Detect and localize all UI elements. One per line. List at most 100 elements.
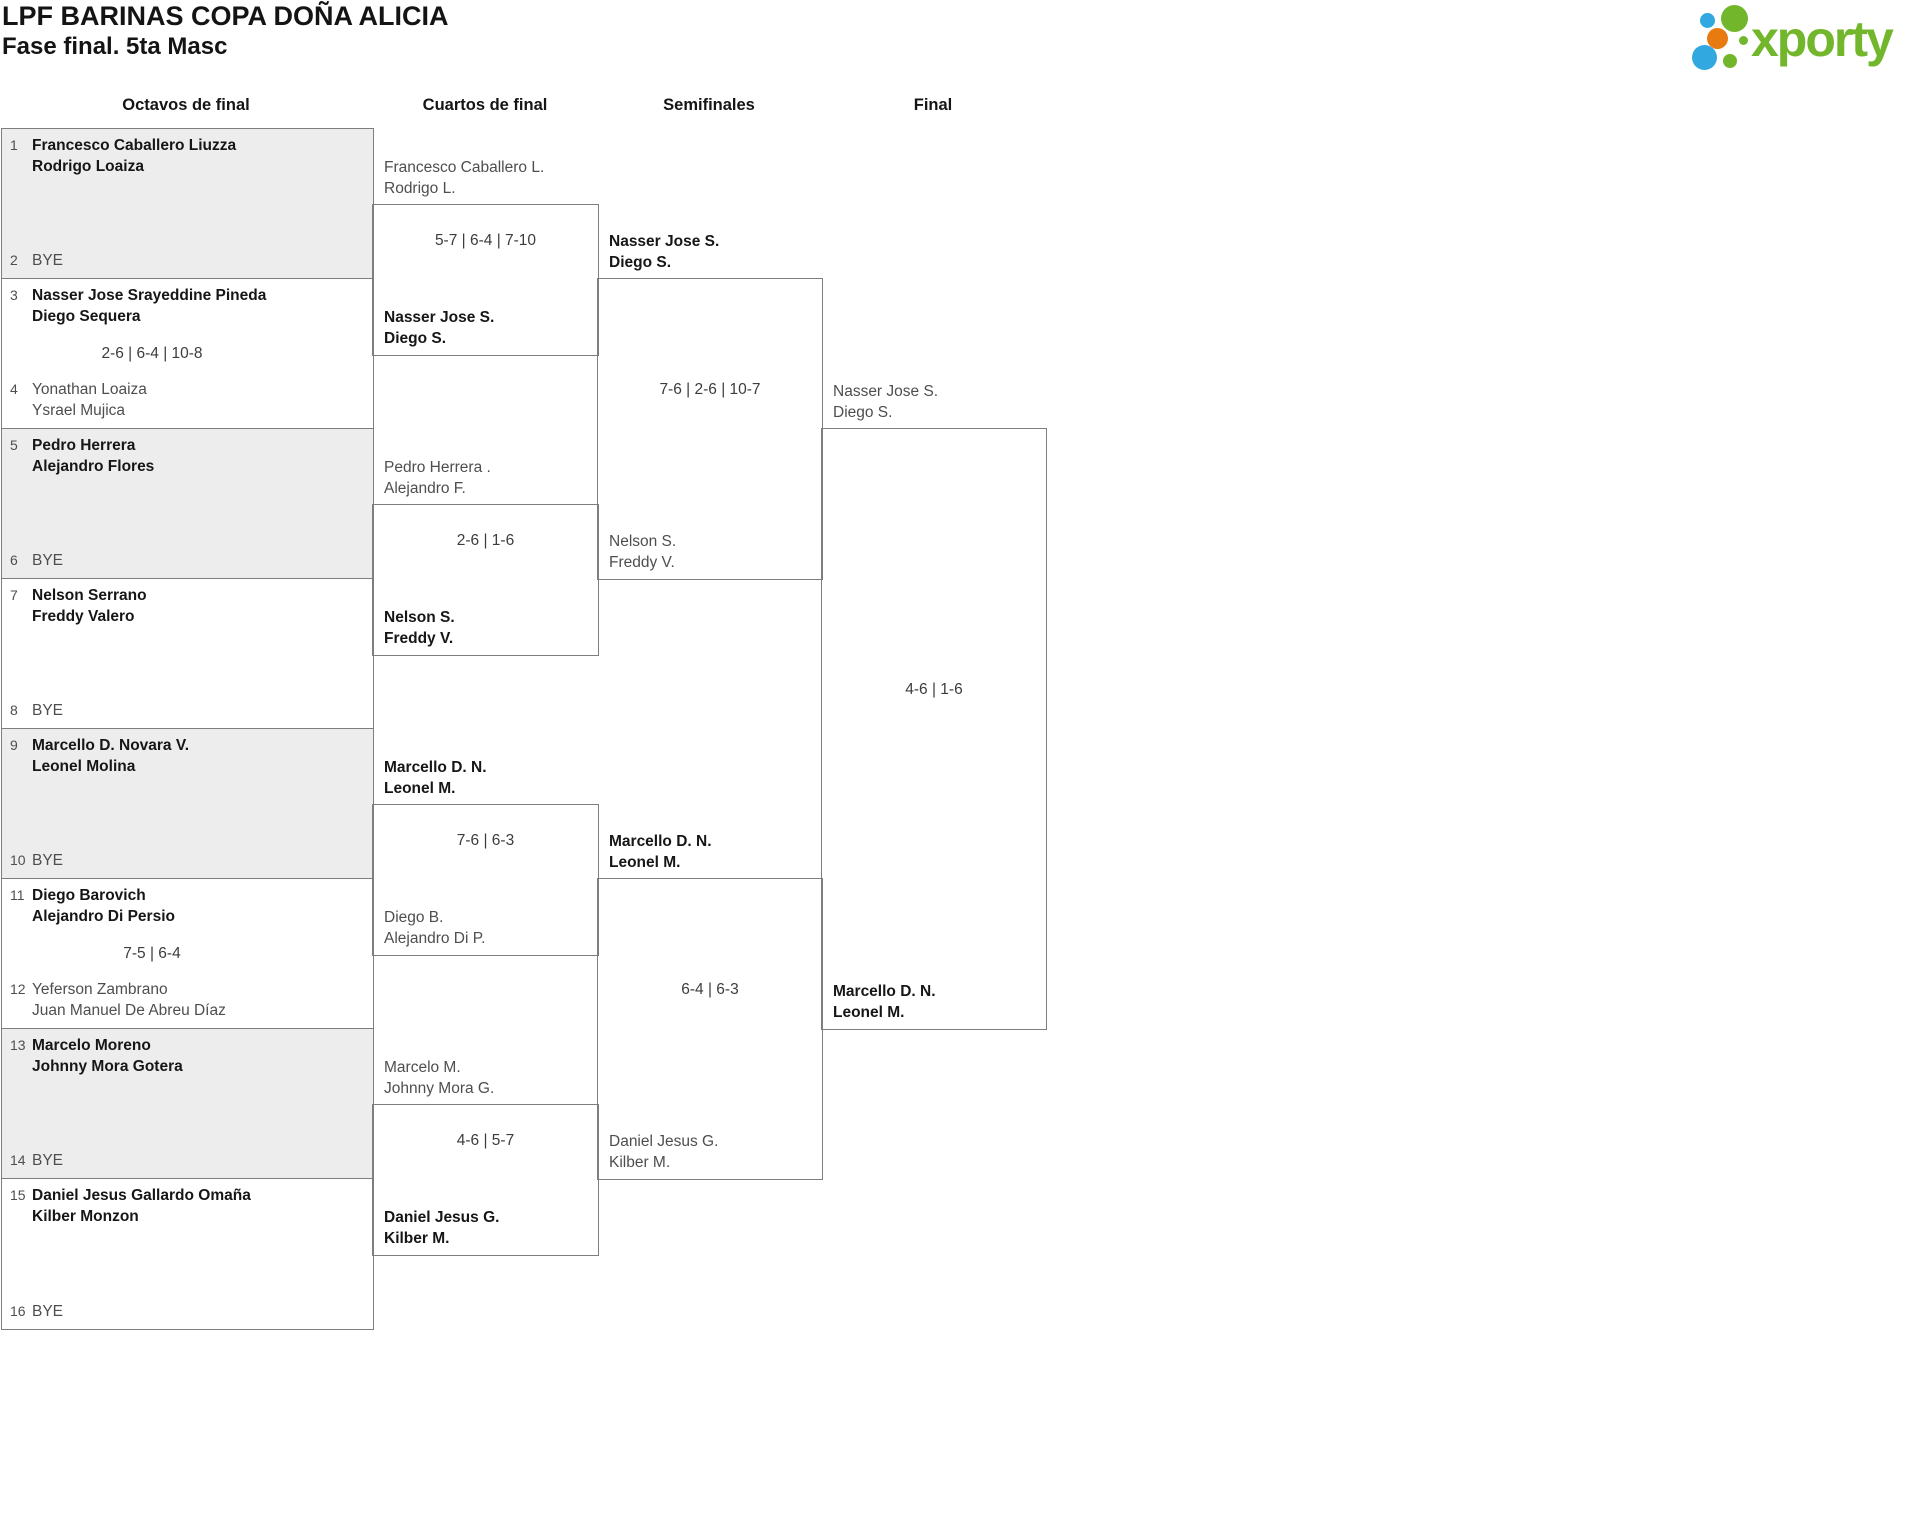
- seed-number: 5: [10, 437, 18, 453]
- match-score: 7-5 | 6-4: [123, 944, 181, 962]
- team-line1: Nasser Jose S.: [609, 233, 720, 250]
- team-line1: Marcello D. Novara V.: [32, 737, 190, 754]
- seed-number: 2: [10, 252, 18, 268]
- team-line2: Kilber M.: [384, 1230, 450, 1247]
- team-line2: Freddy V.: [384, 630, 454, 647]
- bracket-slot-5: 5 Pedro Herrera Alejandro Flores: [2, 435, 373, 477]
- team-line2: Freddy V.: [609, 554, 675, 571]
- match-score: 2-6 | 1-6: [456, 532, 515, 549]
- team-line1: Nelson S.: [609, 533, 677, 550]
- bracket-slot-1: 1 Francesco Caballero Liuzza Rodrigo Loa…: [2, 135, 373, 177]
- team-names: BYE: [32, 1150, 373, 1171]
- match-score: 7-6 | 2-6 | 10-7: [659, 381, 761, 398]
- team-entry: Marcello D. N. Leonel M.: [609, 831, 820, 873]
- seed-number: 8: [10, 702, 18, 718]
- seed-number: 15: [10, 1187, 26, 1203]
- team-line2: Leonel Molina: [32, 758, 136, 775]
- team-line1: Diego B.: [384, 909, 444, 926]
- seed-number: 3: [10, 287, 18, 303]
- bracket-slot-12: 12 Yeferson Zambrano Juan Manuel De Abre…: [2, 979, 373, 1021]
- team-line1: Pedro Herrera: [32, 437, 136, 454]
- seed-number: 12: [10, 981, 26, 997]
- team-names: Daniel Jesus Gallardo Omaña Kilber Monzo…: [32, 1185, 373, 1227]
- bracket-slot-13: 13 Marcelo Moreno Johnny Mora Gotera: [2, 1035, 373, 1077]
- team-line1: Daniel Jesus G.: [609, 1133, 719, 1150]
- team-line1: Yeferson Zambrano: [32, 981, 168, 998]
- team-line1: Nasser Jose Srayeddine Pineda: [32, 287, 267, 304]
- bracket-slot-6: 6 BYE: [2, 550, 373, 571]
- team-entry: Nelson S. Freddy V.: [609, 531, 820, 573]
- team-names: Francesco Caballero Liuzza Rodrigo Loaiz…: [32, 135, 373, 177]
- team-line2: Kilber Monzon: [32, 1208, 139, 1225]
- team-line1: Marcello D. N.: [384, 759, 487, 776]
- seed-number: 16: [10, 1303, 26, 1319]
- team-line2: Johnny Mora Gotera: [32, 1058, 183, 1075]
- round-header-cuartos: Cuartos de final: [422, 96, 548, 114]
- team-entry: Marcelo M. Johnny Mora G.: [384, 1057, 596, 1099]
- page-title: LPF BARINAS COPA DOÑA ALICIA: [2, 1, 449, 31]
- team-line2: Diego S.: [384, 330, 447, 347]
- team-line1: Nelson S.: [384, 609, 455, 626]
- seed-number: 11: [10, 887, 25, 903]
- seed-number: 13: [10, 1037, 26, 1053]
- team-line2: Alejandro Flores: [32, 458, 155, 475]
- bracket-slot-8: 8 BYE: [2, 700, 373, 721]
- team-names: Diego Barovich Alejandro Di Persio: [32, 885, 373, 927]
- team-line1: Marcello D. N.: [833, 983, 936, 1000]
- team-line1: Francesco Caballero L.: [384, 159, 545, 176]
- match-score: 2-6 | 6-4 | 10-8: [101, 344, 203, 362]
- team-line1: Pedro Herrera .: [384, 459, 491, 476]
- logo-wordmark: xporty: [1751, 11, 1894, 67]
- bracket-slot-2: 2 BYE: [2, 250, 373, 271]
- team-line1: Marcelo M.: [384, 1059, 461, 1076]
- team-line1: Nelson Serrano: [32, 587, 147, 604]
- seed-number: 4: [10, 381, 18, 397]
- bracket-slot-3: 3 Nasser Jose Srayeddine Pineda Diego Se…: [2, 285, 373, 327]
- team-line2: Leonel M.: [384, 780, 456, 797]
- team-line2: Diego Sequera: [32, 308, 141, 325]
- seed-number: 6: [10, 552, 18, 568]
- team-line2: Leonel M.: [609, 854, 681, 871]
- team-names: Nelson Serrano Freddy Valero: [32, 585, 373, 627]
- match-score: 5-7 | 6-4 | 7-10: [434, 232, 537, 249]
- team-line2: Juan Manuel De Abreu Díaz: [32, 1002, 226, 1019]
- seed-number: 14: [10, 1152, 26, 1168]
- team-line1: Yonathan Loaiza: [32, 381, 147, 398]
- bracket-slot-11: 11 Diego Barovich Alejandro Di Persio: [2, 885, 373, 927]
- team-entry: Pedro Herrera . Alejandro F.: [384, 457, 596, 499]
- team-line1: Marcello D. N.: [609, 833, 712, 850]
- team-names: BYE: [32, 1301, 373, 1322]
- team-line2: Johnny Mora G.: [384, 1080, 495, 1097]
- team-entry: Daniel Jesus G. Kilber M.: [384, 1207, 596, 1249]
- team-line1: BYE: [32, 252, 64, 269]
- team-line1: BYE: [32, 552, 64, 569]
- team-entry: Nelson S. Freddy V.: [384, 607, 596, 649]
- team-line2: Kilber M.: [609, 1154, 671, 1171]
- team-entry: Marcello D. N. Leonel M.: [384, 757, 596, 799]
- match-quarterfinal-3: Marcello D. N. Leonel M. 7-6 | 6-3 Diego…: [372, 759, 599, 956]
- match-quarterfinal-2: Pedro Herrera . Alejandro F. 2-6 | 1-6 N…: [372, 459, 599, 656]
- bracket-pair-box-3-4: 3 Nasser Jose Srayeddine Pineda Diego Se…: [2, 279, 373, 429]
- team-names: BYE: [32, 700, 373, 721]
- team-line2: Diego S.: [833, 404, 893, 421]
- xporty-logo[interactable]: xporty: [1688, 4, 1918, 76]
- team-line1: BYE: [32, 702, 64, 719]
- team-names: Nasser Jose Srayeddine Pineda Diego Sequ…: [32, 285, 373, 327]
- bracket-pair-box-11-12: 11 Diego Barovich Alejandro Di Persio 7-…: [2, 879, 373, 1029]
- team-line1: Nasser Jose S.: [833, 383, 939, 400]
- page-subtitle: Fase final. 5ta Masc: [2, 33, 228, 60]
- team-entry: Nasser Jose S. Diego S.: [384, 307, 596, 349]
- bracket-pair-box-15-16: 15 Daniel Jesus Gallardo Omaña Kilber Mo…: [2, 1179, 373, 1329]
- team-names: Pedro Herrera Alejandro Flores: [32, 435, 373, 477]
- team-line2: Rodrigo Loaiza: [32, 158, 144, 175]
- team-entry: Francesco Caballero L. Rodrigo L.: [384, 157, 596, 199]
- match-final: Nasser Jose S. Diego S. 4-6 | 1-6 Marcel…: [821, 383, 1047, 1030]
- team-line1: Diego Barovich: [32, 887, 146, 904]
- bracket-pair-box-5-6: 5 Pedro Herrera Alejandro Flores 6 BYE: [2, 429, 373, 579]
- match-semifinal-1: Nasser Jose S. Diego S. 7-6 | 2-6 | 10-7…: [597, 233, 823, 580]
- match-score: 6-4 | 6-3: [681, 981, 739, 998]
- match-quarterfinal-1: Francesco Caballero L. Rodrigo L. 5-7 | …: [372, 159, 599, 356]
- team-line2: Ysrael Mujica: [32, 402, 126, 419]
- logo-dot-green-large-icon: [1721, 5, 1748, 32]
